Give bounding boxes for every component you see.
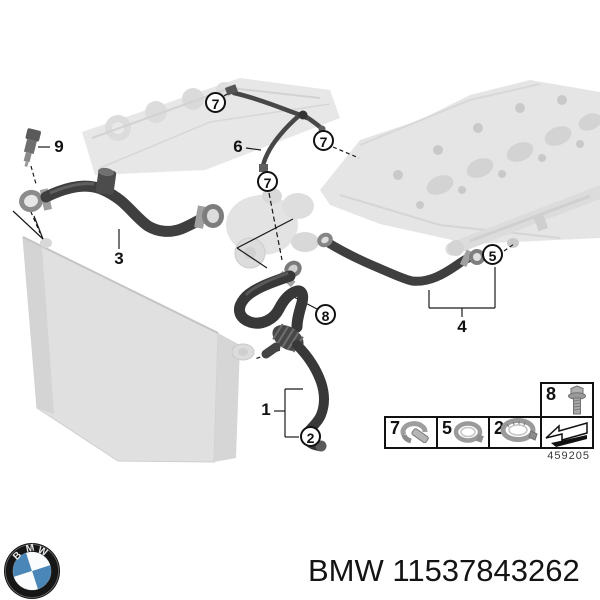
legend-cell-5: 5: [436, 416, 490, 449]
hex-flange-bolt-icon: [568, 385, 586, 415]
water-pump: [226, 188, 319, 269]
legend-label-2: 2: [494, 418, 505, 438]
coolant-hoses: [19, 84, 485, 452]
bmw-roundel-logo: B M W: [4, 543, 60, 599]
svg-text:M: M: [25, 543, 35, 555]
retaining-clip-icon: [400, 421, 429, 444]
hose-3: [19, 167, 224, 237]
hose-6-fitting: [224, 84, 239, 96]
legend-label-7: 7: [390, 418, 401, 438]
radiator: [22, 236, 255, 463]
callout-7-circle-c: 7: [257, 171, 278, 192]
fuel-rail: [445, 185, 600, 256]
hose-4: [317, 232, 485, 286]
callout-6: 6: [233, 137, 243, 156]
figure-number: 459205: [547, 450, 590, 462]
legend-cell-arrow: [540, 416, 594, 449]
part-caption: BMW 11537843262: [308, 553, 580, 589]
callout-1: 1: [261, 400, 271, 419]
hose-1: [234, 260, 329, 452]
temp-sensor: [23, 128, 41, 167]
legend-label-8: 8: [546, 384, 557, 404]
brand-text: BMW: [308, 553, 384, 588]
callout-8-circle: 8: [315, 304, 336, 325]
callout-3: 3: [114, 249, 124, 268]
legend-cell-bolt: 8: [540, 382, 594, 418]
callout-9: 9: [54, 137, 64, 156]
leader-lines: [12, 90, 515, 438]
direction-arrow-icon: [545, 422, 588, 447]
callout-4: 4: [457, 317, 467, 336]
callout-7-circle-b: 7: [313, 130, 334, 151]
legend-label-5: 5: [442, 418, 453, 438]
part-number: 11537843262: [392, 553, 580, 588]
legend-cell-2: 2: [488, 416, 542, 449]
legend-cell-7: 7: [384, 416, 438, 449]
callout-5-circle: 5: [482, 244, 503, 265]
cylinder-head: [320, 80, 600, 244]
hose-clamp-large-icon: [500, 418, 538, 442]
callout-7-circle-a: 7: [205, 92, 226, 113]
callout-2-circle: 2: [300, 426, 321, 447]
hose-clamp-small-icon: [453, 421, 484, 443]
